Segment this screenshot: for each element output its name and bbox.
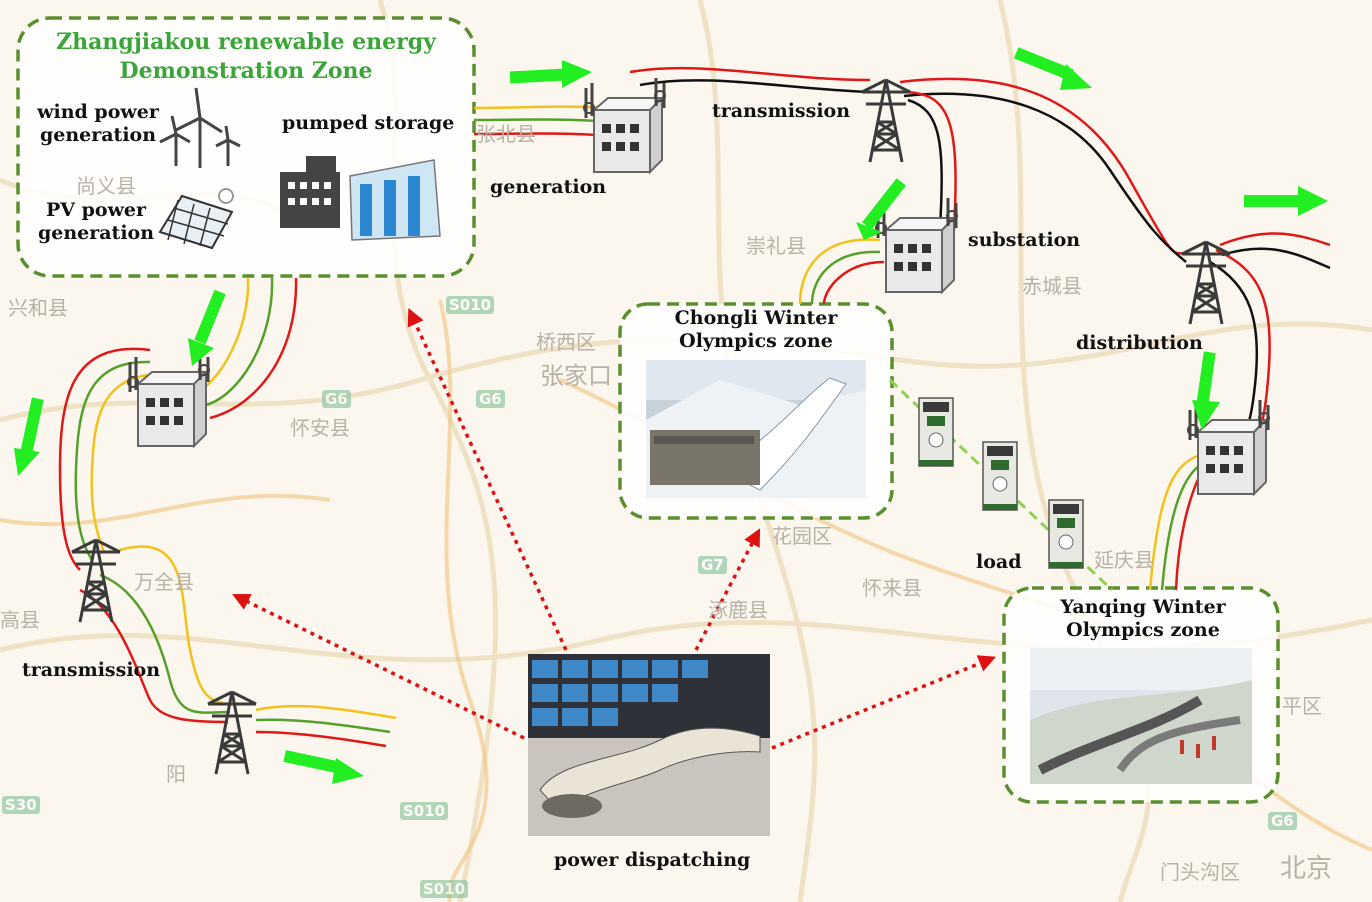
map-label: 平区 <box>1282 694 1322 718</box>
flow-arrow-icon <box>1244 186 1328 216</box>
chongli-venue-image <box>646 360 866 498</box>
map-label: 涿鹿县 <box>708 598 768 622</box>
charging-pile-icon <box>918 397 954 467</box>
road-shield: S30 <box>2 796 40 814</box>
transmission-tower-bottom-icon <box>206 690 258 776</box>
flow-arrow-icon <box>188 289 226 366</box>
left-substation-icon <box>126 350 211 448</box>
dispatch-arrow-icon <box>232 594 525 740</box>
chongli-zone-title-line: Chongli Winter <box>674 307 838 329</box>
generation-substation-icon <box>582 76 667 174</box>
dispatch-arrows <box>232 308 997 750</box>
map-label: 赤城县 <box>1022 274 1082 298</box>
road-shield: G7 <box>698 556 727 574</box>
map-label: 阳 <box>166 762 186 786</box>
pumped-storage-icon <box>280 156 441 241</box>
wind-power-label-line: generation <box>39 124 157 146</box>
map-label: 花园区 <box>772 524 832 548</box>
generation-label: generation <box>490 176 607 198</box>
substation-icon <box>874 196 959 294</box>
map-label: 张北县 <box>476 122 536 146</box>
flow-arrow-icon <box>856 178 906 240</box>
map-label: 北京 <box>1280 854 1333 884</box>
demo-zone-title-line: Demonstration Zone <box>119 58 373 84</box>
power-lines-top <box>473 66 1331 591</box>
demo-zone-title-line: Zhangjiakou renewable energy <box>56 29 436 55</box>
map-label: 尚义县 <box>76 174 136 198</box>
chongli-zone-title: Chongli Winter Olympics zone <box>620 307 892 353</box>
wind-turbine-icon <box>159 87 241 168</box>
transmission-label: transmission <box>712 100 851 122</box>
power-dispatching-label: power dispatching <box>554 849 751 871</box>
demo-zone-title: Zhangjiakou renewable energy Demonstrati… <box>18 28 474 86</box>
load-label: load <box>976 551 1022 573</box>
map-label: 兴和县 <box>8 296 68 320</box>
map-label: 高县 <box>0 608 40 632</box>
map-label: 崇礼县 <box>746 234 806 258</box>
road-shield: G6 <box>1268 812 1297 830</box>
distribution-tower-icon <box>1180 240 1232 326</box>
road-shield: G6 <box>476 390 505 408</box>
dispatch-arrow-icon <box>694 528 761 651</box>
pv-power-label-line: generation <box>37 222 155 244</box>
yanqing-zone-title-line: Olympics zone <box>1066 619 1220 641</box>
pv-power-label-line: PV power <box>45 199 147 221</box>
charging-pile-icon <box>1048 499 1084 569</box>
yanqing-venue-image <box>1030 648 1252 784</box>
solar-panel-icon <box>158 188 234 250</box>
flow-arrow-icon <box>14 397 44 476</box>
flow-arrow-icon <box>1013 47 1092 90</box>
dispatch-arrow-icon <box>771 655 997 750</box>
distribution-label: distribution <box>1076 332 1203 354</box>
flow-arrows <box>14 47 1328 784</box>
road-shield: S010 <box>446 296 495 314</box>
pv-power-label: PV power generation <box>36 199 156 245</box>
substation-label: substation <box>968 229 1081 251</box>
map-label: 延庆县 <box>1094 548 1154 572</box>
dispatch-arrow-icon <box>407 308 568 651</box>
wind-power-label-line: wind power <box>37 101 159 123</box>
wind-power-label: wind power generation <box>34 101 162 147</box>
control-room-image <box>528 654 770 836</box>
charging-pile-icon <box>982 441 1018 511</box>
transmission-left-label: transmission <box>22 659 161 681</box>
road-shield: S010 <box>400 802 449 820</box>
road-shield: G6 <box>322 390 351 408</box>
pumped-storage-label: pumped storage <box>282 112 455 134</box>
map-label: 怀安县 <box>290 416 350 440</box>
map-label: 张家口 <box>540 362 612 390</box>
map-label: 桥西区 <box>536 330 596 354</box>
map-label: 万全县 <box>134 570 194 594</box>
transmission-tower-icon <box>860 78 912 164</box>
road-shield: S010 <box>420 880 469 898</box>
flow-arrow-icon <box>283 750 364 784</box>
map-label: 怀来县 <box>862 576 922 600</box>
map-label: 门头沟区 <box>1160 860 1240 884</box>
chongli-zone-title-line: Olympics zone <box>679 330 833 352</box>
flow-arrow-icon <box>1192 351 1220 430</box>
flow-arrow-icon <box>509 60 592 88</box>
power-lines-left <box>58 277 397 748</box>
yanqing-zone-title: Yanqing Winter Olympics zone <box>1006 596 1280 642</box>
yanqing-zone-title-line: Yanqing Winter <box>1060 596 1226 618</box>
